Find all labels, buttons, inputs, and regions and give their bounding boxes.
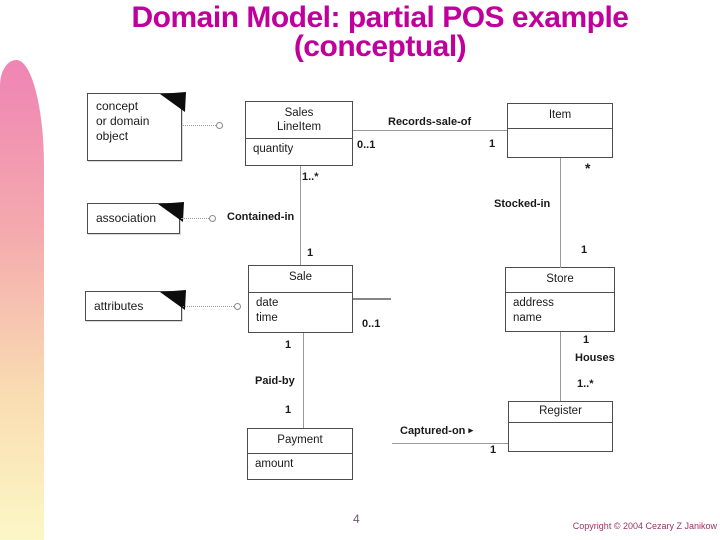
class-title: Item: [508, 104, 612, 129]
association-line-captured-on: [392, 443, 508, 444]
association-line-paid-by: [303, 333, 304, 428]
multiplicity-records-item: 1: [489, 138, 496, 150]
multiplicity-paid-payment: 1: [285, 404, 292, 416]
class-attributes: address name: [513, 297, 554, 324]
multiplicity-stocked-item: *: [585, 160, 591, 176]
note-association: association: [87, 202, 184, 234]
direction-arrow-icon: ▸: [468, 425, 473, 435]
multiplicity-houses-register: 1..*: [577, 378, 594, 390]
class-attributes: quantity: [253, 143, 294, 155]
association-label-contained-in: Contained-in: [227, 211, 295, 223]
multiplicity-stocked-store: 1: [581, 244, 588, 256]
multiplicity-contained-sale: 1: [307, 247, 314, 259]
multiplicity-contained-salesline: 1..*: [302, 171, 319, 183]
association-line-records-sale-of: [353, 130, 507, 131]
note-association-text: association: [96, 211, 157, 225]
class-title: Store: [506, 268, 614, 293]
multiplicity-captured-register: 1: [490, 444, 497, 456]
anchor-circle-icon: [234, 303, 241, 310]
association-label-records-sale-of: Records-sale-of: [388, 116, 472, 128]
slide-title-line1: Domain Model: partial POS example: [131, 1, 629, 34]
association-line-stocked-in: [560, 158, 561, 268]
association-line-contained-in: [300, 166, 301, 265]
association-line-houses: [560, 332, 561, 401]
association-label-paid-by: Paid-by: [255, 375, 295, 387]
anchor-circle-icon: [216, 122, 223, 129]
multiplicity-records-salesline: 0..1: [357, 139, 376, 151]
note-anchor-line: [183, 306, 234, 307]
class-title: Payment: [248, 429, 352, 454]
class-register: Register: [508, 401, 613, 452]
association-label-stocked-in: Stocked-in: [494, 198, 551, 210]
association-label-captured-on: Captured-on ▸: [400, 425, 473, 437]
slide-title: Domain Model: partial POS example (conce…: [40, 1, 720, 63]
association-label-captured-on-text: Captured-on: [400, 425, 466, 437]
class-title: Sales LineItem: [246, 102, 352, 139]
class-title: Sale: [249, 266, 352, 293]
class-attributes: amount: [255, 458, 294, 470]
slide-title-line2: (conceptual): [293, 30, 467, 63]
note-attributes-text: attributes: [94, 299, 144, 313]
copyright-text: Copyright © 2004 Cezary Z Janikow: [572, 521, 717, 531]
note-concept-text: concept or domain object: [96, 99, 150, 143]
multiplicity-houses-store: 1: [583, 334, 590, 346]
association-line-sale-stub: [353, 298, 391, 300]
multiplicity-sale-stub: 0..1: [362, 318, 381, 330]
class-payment: Payment amount: [247, 428, 353, 480]
class-title: Register: [509, 402, 612, 423]
association-label-houses: Houses: [575, 352, 615, 364]
note-attributes: attributes: [85, 290, 186, 321]
class-sales-line-item: Sales LineItem quantity: [245, 101, 353, 166]
page-number: 4: [353, 512, 360, 526]
class-store: Store address name: [505, 267, 615, 332]
multiplicity-paid-sale: 1: [285, 339, 292, 351]
class-attributes: date time: [256, 297, 279, 324]
note-anchor-line: [183, 125, 216, 126]
class-item: Item: [507, 103, 613, 158]
decorative-gradient-bar: [0, 60, 44, 540]
note-concept: concept or domain object: [87, 92, 186, 161]
class-sale: Sale date time: [248, 265, 353, 333]
class-attributes: [508, 129, 612, 157]
note-anchor-line: [181, 218, 209, 219]
anchor-circle-icon: [209, 215, 216, 222]
class-attributes: [509, 423, 612, 451]
